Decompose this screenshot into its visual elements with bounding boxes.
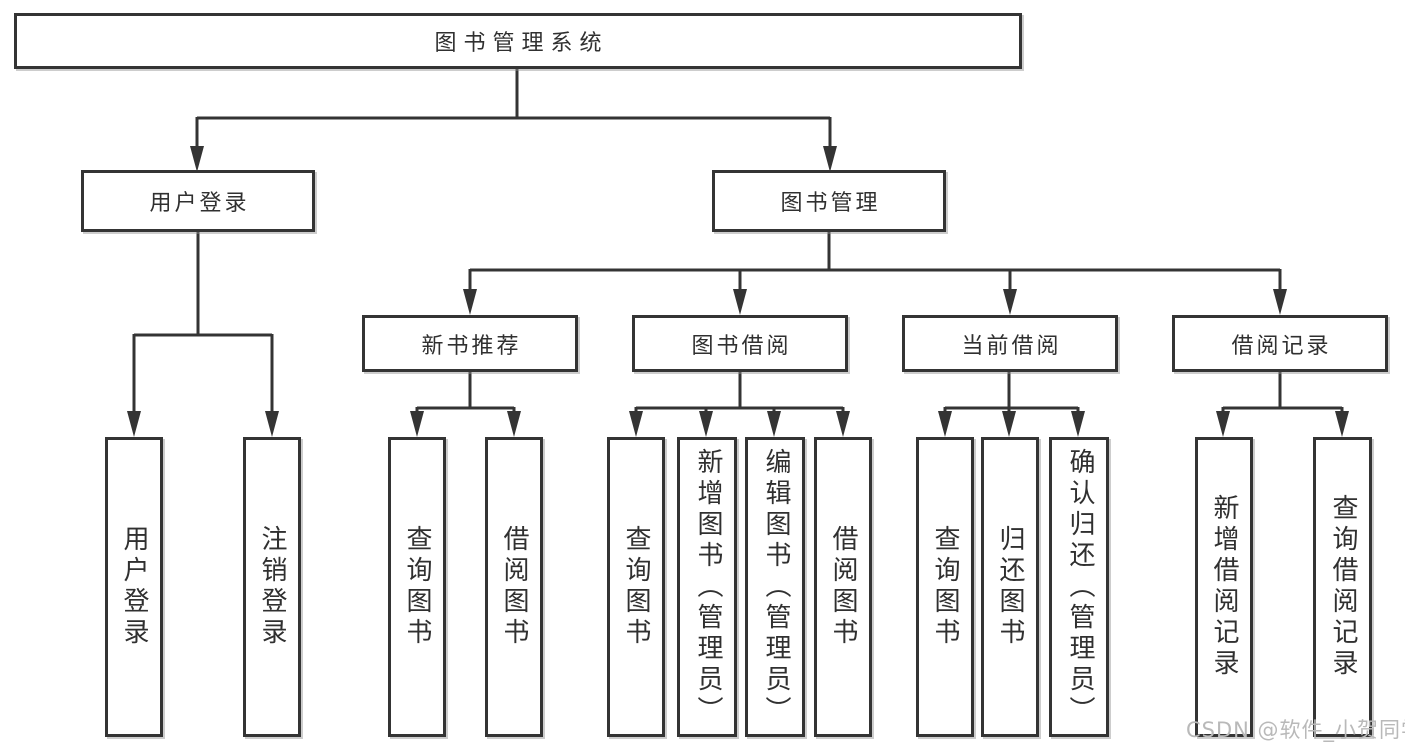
node-leaf-query-books-2: 查询图书 (607, 437, 665, 737)
node-leaf-borrow-books-1: 借阅图书 (485, 437, 543, 737)
node-leaf-borrow-books-2: 借阅图书 (814, 437, 872, 737)
node-root-library-system: 图书管理系统 (14, 13, 1022, 69)
node-leaf-query-borrow-record: 查询借阅记录 (1313, 437, 1372, 737)
node-book-borrowing: 图书借阅 (632, 315, 848, 372)
node-borrowing-records: 借阅记录 (1172, 315, 1388, 372)
node-leaf-add-books-admin: 新增图书（管理员） (677, 437, 737, 737)
node-leaf-query-books-3: 查询图书 (916, 437, 974, 737)
node-leaf-query-books-1: 查询图书 (388, 437, 446, 737)
node-book-management-branch: 图书管理 (712, 170, 946, 232)
node-leaf-confirm-return-admin: 确认归还（管理员） (1049, 437, 1109, 737)
node-leaf-add-borrow-record: 新增借阅记录 (1195, 437, 1253, 737)
node-new-book-recommendation: 新书推荐 (362, 315, 578, 372)
node-user-login-branch: 用户登录 (81, 170, 315, 232)
node-leaf-edit-books-admin: 编辑图书（管理员） (745, 437, 805, 737)
node-leaf-user-login: 用户登录 (105, 437, 163, 737)
node-leaf-return-books: 归还图书 (981, 437, 1039, 737)
watermark-text: CSDN @软件_小贺同学 (1186, 718, 1405, 742)
node-current-borrowing: 当前借阅 (902, 315, 1118, 372)
node-leaf-logout: 注销登录 (243, 437, 301, 737)
